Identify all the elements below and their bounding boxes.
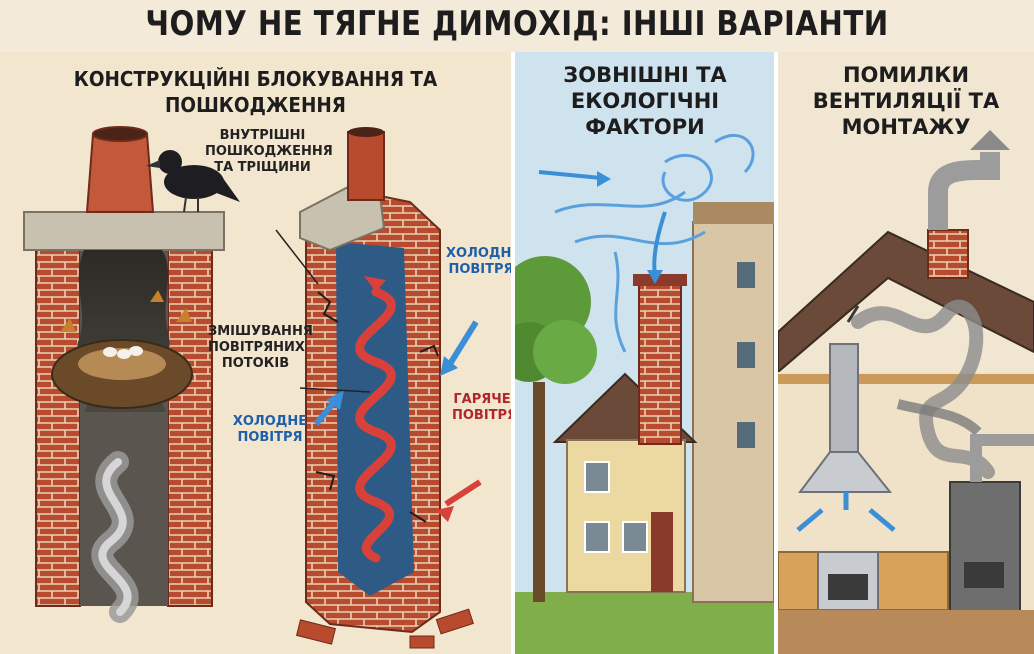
crack-lines <box>315 291 439 523</box>
chimney-cap-stone <box>23 211 225 251</box>
boiler <box>949 481 1021 613</box>
chimney-pot <box>85 133 155 213</box>
range-hood <box>798 451 893 493</box>
page-title: ЧОМУ НЕ ТЯГНЕ ДИМОХІД: ІНШІ ВАРІАНТИ <box>145 4 889 44</box>
mixing-label: ЗМІШУВАННЯ ПОВІТРЯНИХ ПОТОКІВ <box>208 324 313 371</box>
hot-air-swirl <box>355 287 396 563</box>
divider <box>511 52 515 654</box>
panel-structural-title: КОНСТРУКЦІЙНІ БЛОКУВАННЯ ТА ПОШКОДЖЕННЯ <box>73 67 438 117</box>
egg-icon <box>117 349 131 359</box>
air-arrow <box>796 508 824 532</box>
panel-structural: КОНСТРУКЦІЙНІ БЛОКУВАННЯ ТА ПОШКОДЖЕННЯ <box>0 52 511 654</box>
hot-air-arrow <box>444 479 482 507</box>
crow-icon <box>146 150 240 213</box>
vent-cap <box>970 130 1010 150</box>
fallen-brick <box>435 608 474 635</box>
roof-chimney <box>927 229 969 279</box>
cold-air-arrow <box>447 320 479 366</box>
panel-ventilation: ПОМИЛКИ ВЕНТИЛЯЦІЇ ТА МОНТАЖУ <box>778 52 1034 654</box>
wind-swirl <box>661 134 755 202</box>
hot-air-label: ГАРЯЧЕ ПОВІТРЯ <box>452 392 511 423</box>
panel-environmental-title: ЗОВНІШНІ ТА ЕКОЛОГІЧНІ ФАКТОРИ <box>563 63 727 139</box>
egg-icon <box>103 347 117 357</box>
cracked-chimney <box>275 127 482 649</box>
roof <box>778 230 1034 374</box>
panel-ventilation-title: ПОМИЛКИ ВЕНТИЛЯЦІЇ ТА МОНТАЖУ <box>812 63 1000 139</box>
house-chimney <box>638 283 682 445</box>
flue-pipe <box>347 131 385 201</box>
vent-pipe <box>928 152 1000 230</box>
structural-illustration <box>23 126 482 649</box>
wind-swirl <box>554 190 706 246</box>
ventilation-illustration <box>778 130 1034 654</box>
damage-label: ВНУТРІШНІ ПОШКОДЖЕННЯ ТА ТРІЩИНИ <box>205 128 333 175</box>
air-arrow <box>868 508 896 532</box>
chimney-left-wall <box>35 249 81 607</box>
smoke-trail <box>851 299 995 479</box>
chimney-right-wall <box>167 249 213 607</box>
tall-building <box>692 221 774 603</box>
boiler-flue <box>970 434 1034 482</box>
wind-arrow <box>538 170 602 180</box>
chimney-interior <box>336 242 414 596</box>
egg-icon <box>129 346 143 356</box>
cold-air-bottom-label: ХОЛОДНЕ ПОВІТРЯ <box>232 414 308 445</box>
environmental-illustration <box>515 52 774 654</box>
panel-environmental: ЗОВНІШНІ ТА ЕКОЛОГІЧНІ ФАКТОРИ <box>515 52 774 654</box>
cold-air-top-label: ХОЛОДНЕ ПОВІТРЯ <box>446 246 511 277</box>
fallen-brick <box>409 635 435 649</box>
divider <box>774 52 778 654</box>
range-hood-duct <box>829 343 859 457</box>
blocked-chimney <box>23 126 240 623</box>
fallen-brick <box>295 619 337 645</box>
